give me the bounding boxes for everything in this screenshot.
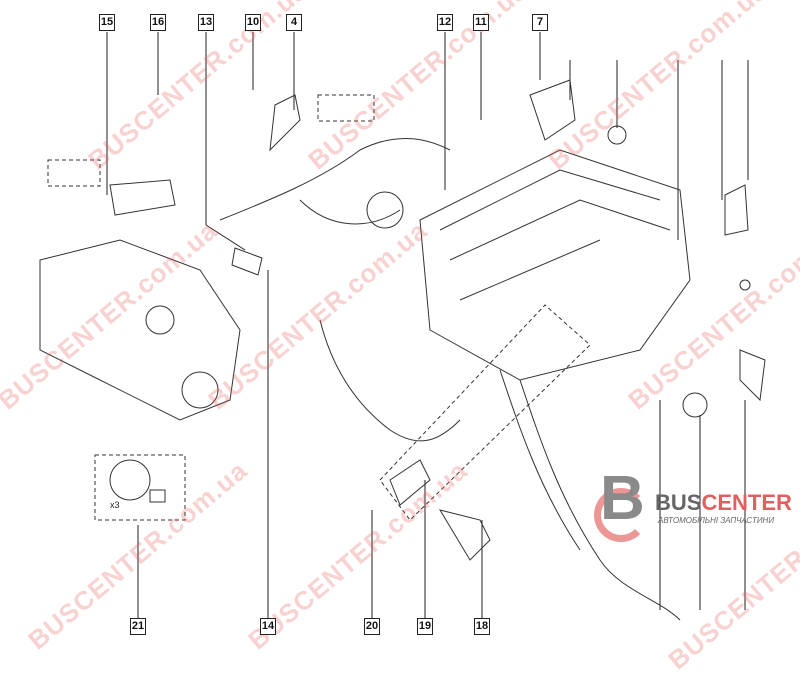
callout-21: 21 [130,618,146,635]
parts-diagram [39,32,766,621]
callout-19: 19 [417,618,433,635]
logo-name: BUSCENTER [655,490,792,515]
callout-13: 13 [198,14,214,31]
callout-11: 11 [473,14,489,31]
buscenter-logo: B BUSCENTER АВТОМОБІЛЬНІ ЗАПЧАСТИНИ [594,464,800,542]
logo-c-mark [594,488,648,542]
callout-7: 7 [532,14,548,31]
callout-16: 16 [150,14,166,31]
logo-subtitle: АВТОМОБІЛЬНІ ЗАПЧАСТИНИ [658,516,775,525]
quantity-label: x3 [110,500,120,510]
leader-lines [106,32,749,618]
callout-10: 10 [245,14,261,31]
dashed-boxes [47,94,591,521]
callout-15: 15 [99,14,115,31]
callout-20: 20 [364,618,380,635]
callout-4: 4 [286,14,302,31]
callout-14: 14 [260,618,276,635]
logo-b-mark: B [600,464,645,533]
engine-sketch [39,79,766,621]
callout-18: 18 [474,618,490,635]
callout-12: 12 [437,14,453,31]
